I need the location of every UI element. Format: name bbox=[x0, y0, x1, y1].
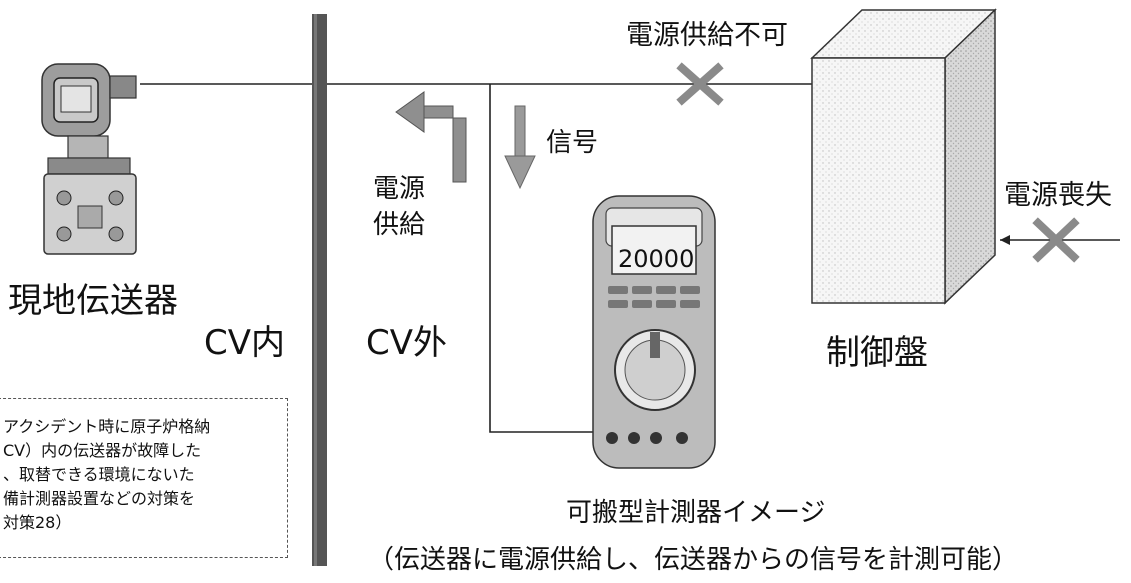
power-loss-arrowhead bbox=[1000, 235, 1010, 245]
note-line: アクシデント時に原子炉格納 bbox=[3, 417, 211, 436]
note-line: 対策28） bbox=[3, 513, 72, 532]
label-outside-cv: CV外 bbox=[366, 323, 447, 363]
pressure-transmitter-icon bbox=[41, 63, 137, 255]
note-line: 、取替できる環境にないた bbox=[3, 465, 195, 484]
meter-jacks bbox=[606, 432, 688, 444]
note-line: 備計測器設置などの対策を bbox=[3, 489, 196, 508]
note-line: CV）内の伝送器が故障した bbox=[3, 441, 202, 460]
label-portable-meter: 可搬型計測器イメージ bbox=[566, 498, 826, 528]
power-supply-arrow-icon bbox=[395, 91, 467, 183]
meter-wire bbox=[489, 84, 612, 433]
meter-display-value: 20000 bbox=[618, 245, 694, 273]
label-power-supply-line2: 供給 bbox=[373, 210, 426, 240]
label-inside-cv: CV内 bbox=[204, 323, 285, 363]
label-power-supply-unavailable: 電源供給不可 bbox=[626, 20, 788, 51]
label-signal: 信号 bbox=[546, 128, 599, 158]
control-panel-box bbox=[810, 8, 997, 305]
label-field-transmitter: 現地伝送器 bbox=[8, 281, 178, 321]
signal-arrow-icon bbox=[504, 105, 536, 190]
label-control-panel: 制御盤 bbox=[826, 333, 928, 373]
label-power-loss: 電源喪失 bbox=[1004, 180, 1112, 211]
label-portable-meter-note: （伝送器に電源供給し、伝送器からの信号を計測可能） bbox=[368, 545, 1019, 575]
label-power-supply-line1: 電源 bbox=[373, 174, 426, 204]
note-box: アクシデント時に原子炉格納 CV）内の伝送器が故障した 、取替できる環境にないた… bbox=[0, 398, 288, 558]
digital-multimeter-icon: 20000 bbox=[592, 195, 716, 469]
x-mark-icon bbox=[1032, 217, 1080, 263]
x-mark-icon bbox=[676, 62, 724, 106]
meter-buttons bbox=[608, 286, 700, 308]
